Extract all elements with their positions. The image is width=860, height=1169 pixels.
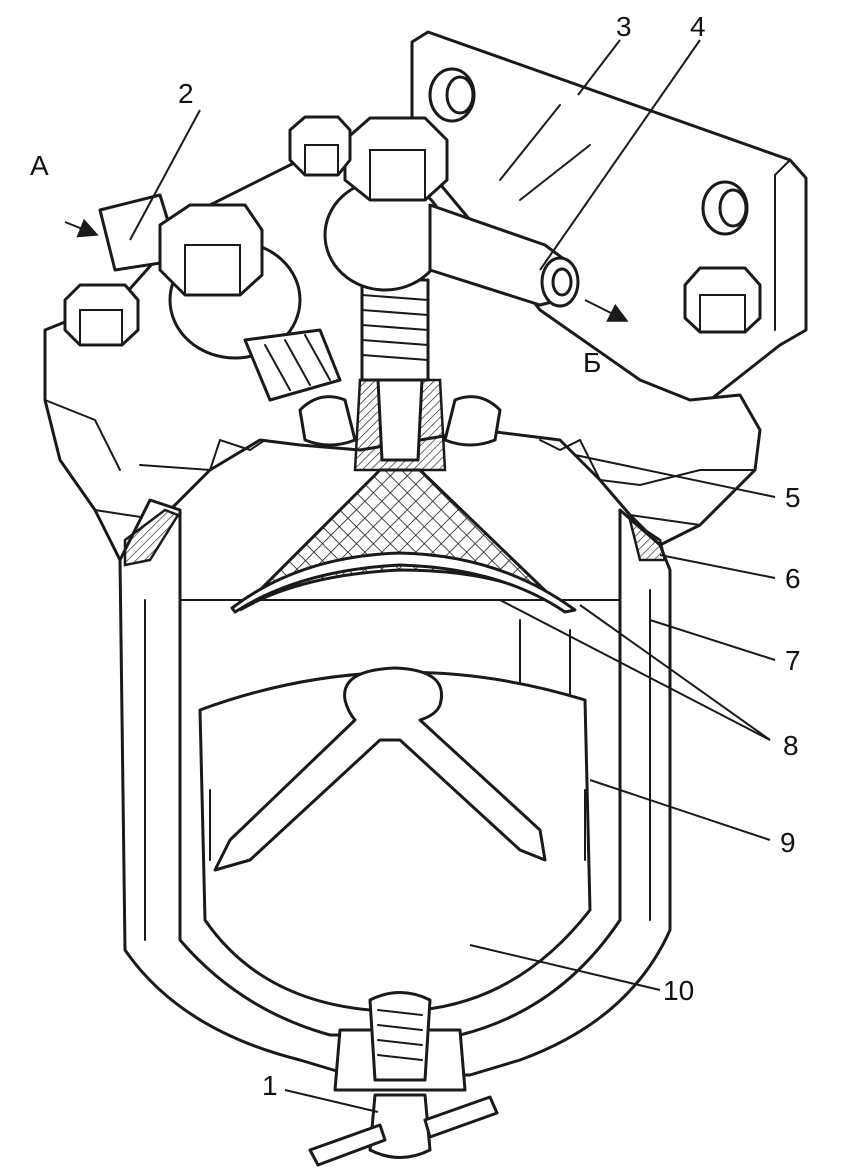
filter-screen [230, 468, 577, 614]
leader-10 [469, 944, 661, 991]
outlet-label: Б [583, 347, 601, 378]
outlet-arrow [584, 299, 629, 322]
callout-leaders [129, 39, 776, 1113]
callout-4: 4 [690, 11, 706, 42]
leader-5 [574, 454, 776, 498]
inlet-fitting [98, 193, 342, 402]
callout-8: 8 [783, 730, 799, 761]
leader-8b [499, 599, 771, 741]
callout-labels: А Б 2 3 4 5 6 7 8 9 10 1 [30, 11, 801, 1101]
center-stud [360, 278, 430, 382]
leader-3 [577, 39, 621, 96]
gasket [123, 508, 667, 567]
leader-1 [284, 1089, 379, 1113]
callout-1: 1 [262, 1070, 278, 1101]
callout-7: 7 [785, 645, 801, 676]
callout-5: 5 [785, 482, 801, 513]
leader-4 [539, 39, 701, 271]
leader-2 [129, 109, 201, 241]
drain-plug [308, 991, 499, 1167]
settling-chamber [198, 666, 592, 1012]
callout-2: 2 [178, 78, 194, 109]
distributor [298, 378, 502, 472]
flow-arrows [64, 218, 629, 322]
callout-10: 10 [663, 975, 694, 1006]
banjo-bolt [343, 116, 449, 202]
callout-6: 6 [785, 563, 801, 594]
leader-6 [659, 554, 776, 579]
cover-bolt-left [63, 283, 140, 347]
inlet-arrow [64, 218, 99, 238]
outlet-fitting [323, 178, 580, 308]
callout-9: 9 [780, 827, 796, 858]
leader-7 [649, 619, 776, 661]
callout-3: 3 [616, 11, 632, 42]
leader-8a [579, 604, 771, 741]
bracket-bolt-right [683, 266, 762, 334]
leader-9 [589, 779, 771, 841]
cover-bolt-top [288, 115, 352, 177]
inlet-label: А [30, 150, 49, 181]
